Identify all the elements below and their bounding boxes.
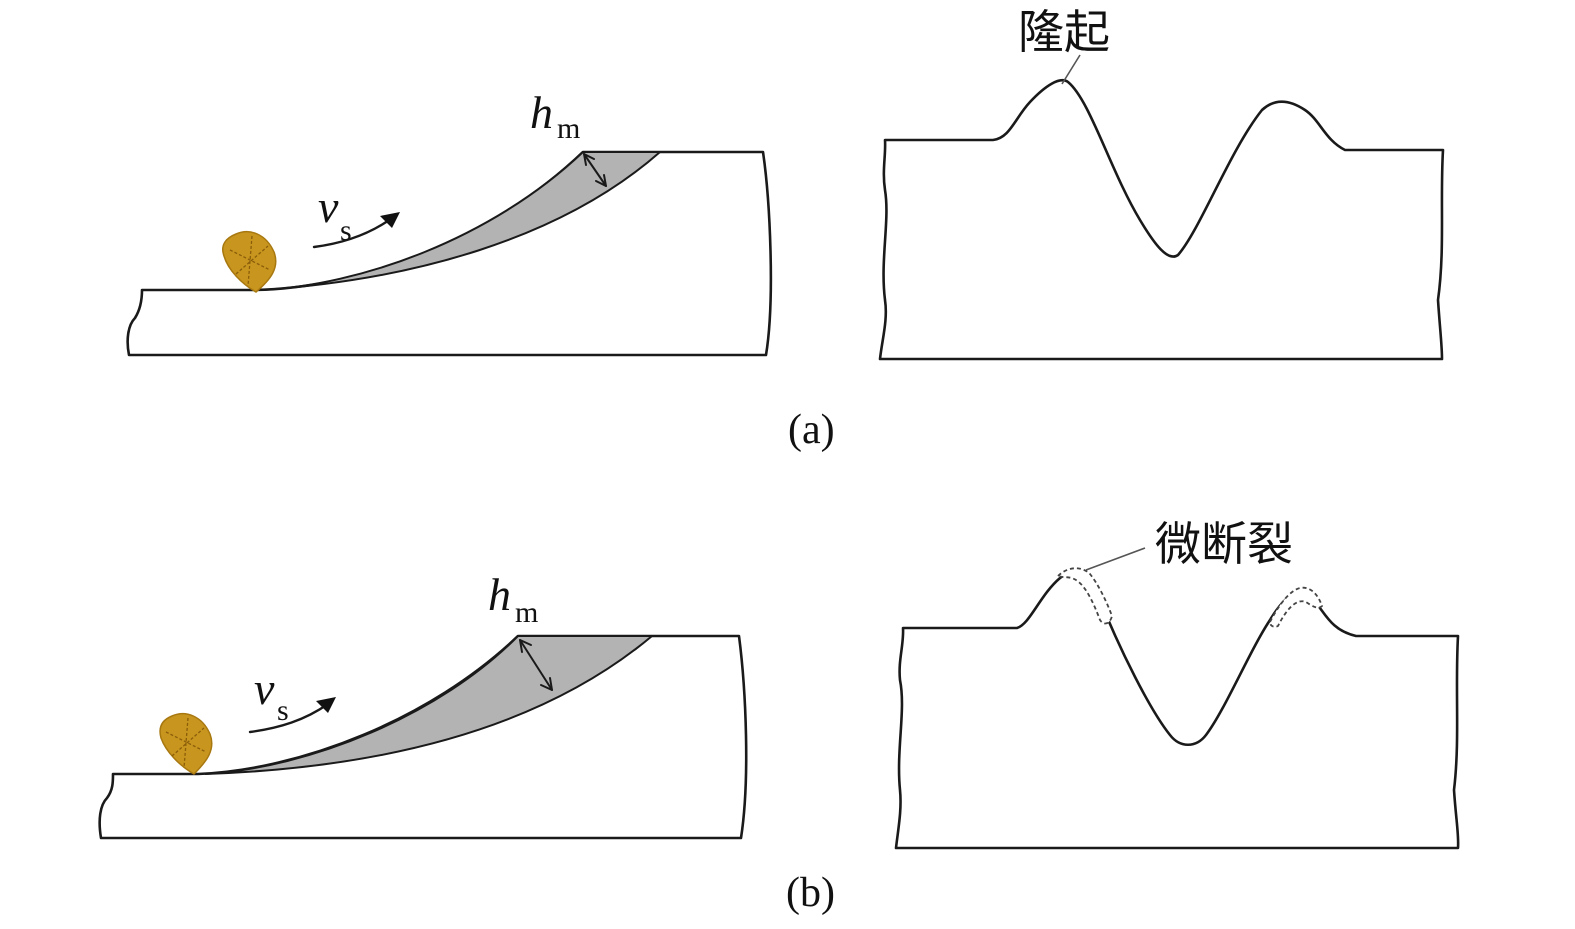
panel-a-groove-profile: 隆起: [878, 5, 1445, 361]
panel-a-groove-outline: [878, 79, 1445, 361]
panel-a-depth-arrowhead-bottom: [595, 174, 607, 187]
panel-a-chip-formation: v s h m: [126, 87, 773, 357]
panel-b-depth-arrowhead-top: [519, 639, 532, 653]
panel-b-velocity-arrow: [248, 702, 330, 734]
panel-a-depth-symbol: h: [530, 87, 553, 138]
panel-a-pileup-leader: [1061, 54, 1081, 85]
panel-a-velocity-arrow: [312, 216, 394, 249]
panel-b-depth-subscript: m: [515, 596, 538, 629]
panel-a-annotation: 隆起: [1018, 5, 1110, 59]
panel-a-label: (a): [788, 407, 835, 453]
panel-a-velocity-subscript: s: [340, 214, 352, 247]
panel-b-annotation: 微断裂: [1155, 517, 1293, 571]
panel-b-chip-formation: v s h m: [98, 569, 748, 840]
panel-a-grain-texture: [229, 235, 271, 287]
panel-a-depth-arrowhead-top: [583, 153, 595, 166]
panel-a-depth-arrow: [583, 153, 607, 187]
panel-b-groove-outline: [894, 571, 1460, 850]
panel-b-depth-arrow: [519, 639, 553, 691]
panel-b-microfracture-left: [1056, 567, 1113, 625]
panel-b-velocity-arrowhead: [316, 697, 336, 713]
panel-a-depth-subscript: m: [557, 112, 580, 145]
panel-a-velocity-arrowhead: [380, 212, 400, 228]
panel-b-groove-profile: 微断裂: [894, 517, 1460, 850]
panel-b-velocity-symbol: v: [254, 663, 275, 714]
panel-b-label: (b): [786, 870, 835, 916]
panel-b-depth-symbol: h: [488, 569, 511, 620]
panel-b-fracture-leader: [1085, 547, 1146, 571]
panel-b-velocity-subscript: s: [277, 694, 289, 727]
panel-b-depth-arrowhead-bottom: [540, 677, 553, 691]
panel-a-chip: [261, 151, 663, 291]
panel-b-grain-texture: [165, 717, 207, 769]
panel-b-microfracture-right: [1269, 586, 1324, 628]
panel-a-velocity-symbol: v: [318, 181, 339, 232]
